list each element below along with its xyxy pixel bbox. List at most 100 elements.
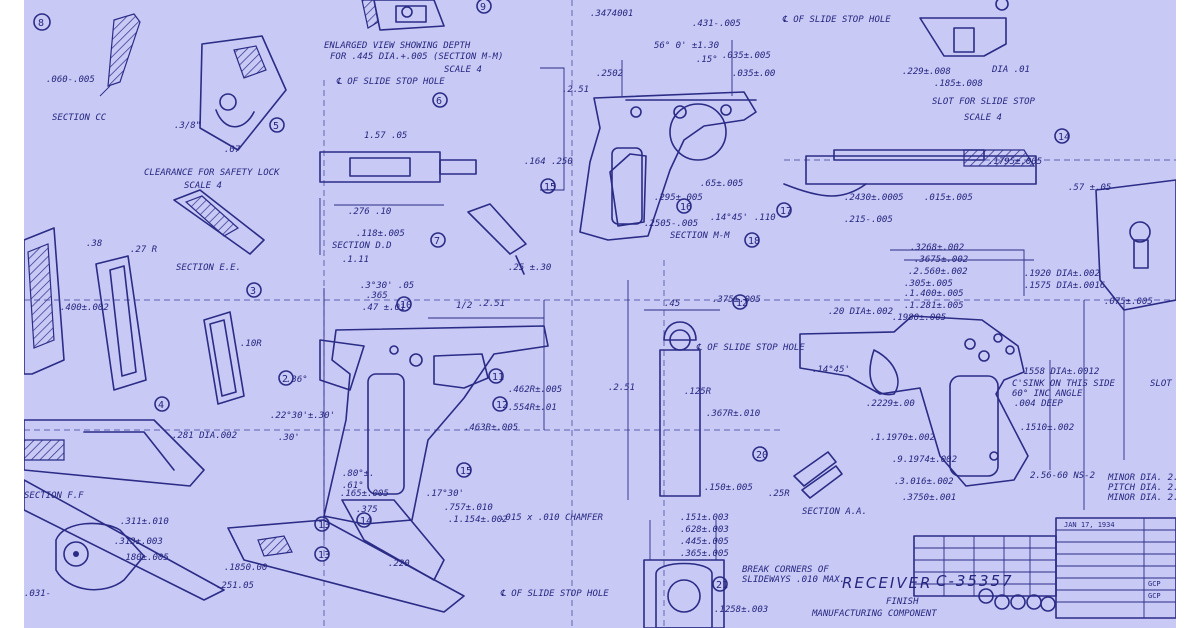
blueprint-sheet: .060-.005 SECTION CC 8 9 ENLARGED VIEW S… [24, 0, 1176, 628]
svg-text:15: 15 [460, 466, 472, 477]
note-slide-stop-hole-3: ℄ OF SLIDE STOP HOLE [696, 343, 805, 353]
svg-text:.1.154±.002: .1.154±.002 [448, 515, 508, 525]
note-pitch-dia: PITCH DIA. 2.5 [1108, 483, 1176, 493]
svg-text:13: 13 [318, 520, 330, 531]
svg-text:.164 .250: .164 .250 [524, 157, 573, 167]
note-thread: 2.56-60 NS-2 [1030, 471, 1095, 481]
note-minor-dia-2: MINOR DIA. 2.17 [1107, 493, 1176, 503]
detail-section-ee: SECTION E.E. .25 ±.30 [173, 189, 551, 275]
svg-text:.1795±.005: .1795±.005 [988, 157, 1042, 167]
svg-text:.2229±.00: .2229±.00 [866, 399, 915, 409]
svg-text:.1980±.005: .1980±.005 [892, 313, 946, 323]
title-date: JAN 17, 1934 [1064, 521, 1115, 529]
svg-text:.165±.005: .165±.005 [340, 489, 389, 499]
svg-text:.15°: .15° [696, 55, 718, 65]
note-csink-3: .004 DEEP [1014, 399, 1063, 409]
svg-text:2: 2 [282, 374, 288, 385]
svg-text:.3474001: .3474001 [590, 9, 633, 19]
title-part-name: RECEIVER [842, 574, 932, 592]
svg-text:.251.05: .251.05 [216, 581, 254, 591]
svg-text:.1258±.003: .1258±.003 [714, 605, 768, 615]
svg-text:12: 12 [736, 298, 748, 309]
svg-text:.27 R: .27 R [130, 245, 158, 255]
slot-slide-stop-detail: ℄ OF SLIDE STOP HOLE .229±.008 .185±.008… [782, 0, 1036, 123]
svg-text:.220: .220 [388, 559, 410, 569]
svg-text:1.57 .05: 1.57 .05 [364, 131, 407, 141]
title-mfg: MANUFACTURING COMPONENT [811, 609, 937, 619]
svg-text:.36°: .36° [286, 375, 308, 385]
svg-text:11: 11 [492, 372, 504, 383]
svg-text:.060-.005: .060-.005 [46, 75, 95, 85]
svg-text:.2.51: .2.51 [608, 383, 635, 393]
svg-text:.1558 DIA±.0012: .1558 DIA±.0012 [1018, 367, 1099, 377]
svg-text:.45: .45 [664, 299, 680, 309]
center-pin-detail: ℄ OF SLIDE STOP HOLE .125R .367R±.010 .1… [608, 280, 805, 500]
svg-text:.1.1970±.002: .1.1970±.002 [870, 433, 935, 443]
svg-text:.9.1974±.002: .9.1974±.002 [892, 455, 957, 465]
note-slot-right: SLOT FOR [1150, 379, 1176, 389]
note-slide-stop-hole-4: ℄ OF SLIDE STOP HOLE [500, 589, 609, 599]
svg-text:4: 4 [158, 400, 164, 411]
svg-text:16: 16 [680, 202, 692, 213]
dim-3268: .3268±.002 [910, 243, 964, 253]
svg-text:.311±.010: .311±.010 [120, 517, 169, 527]
knob-detail: .311±.010 .313±.003 .180±.005 .031- [24, 517, 169, 599]
label-section-mm: SECTION M-M [670, 231, 730, 241]
svg-text:.375: .375 [356, 505, 378, 515]
note-csink-1: C'SINK ON THIS SIDE [1012, 379, 1116, 389]
detail-section-cc: .060-.005 SECTION CC 8 [33, 13, 141, 123]
svg-text:5: 5 [273, 121, 279, 132]
svg-text:.14°45': .14°45' [812, 365, 850, 375]
svg-text:.035±.00: .035±.00 [732, 69, 775, 79]
svg-text:12: 12 [496, 400, 508, 411]
svg-text:.3.016±.002: .3.016±.002 [894, 477, 954, 487]
svg-text:6: 6 [436, 96, 442, 107]
label-section-ee: SECTION E.E. [176, 263, 241, 273]
svg-text:.17°30': .17°30' [426, 489, 464, 499]
svg-text:.1850.00: .1850.00 [224, 563, 267, 573]
svg-text:.281 DIA.002: .281 DIA.002 [172, 431, 237, 441]
note-slot-scale: SCALE 4 [964, 113, 1002, 123]
center-bottom-section: .151±.003 .628±.003 .445±.005 .365±.005 … [500, 446, 845, 628]
svg-text:.295±.005: .295±.005 [654, 193, 703, 203]
svg-text:.015±.005: .015±.005 [924, 193, 973, 203]
svg-text:3: 3 [250, 286, 256, 297]
svg-text:.1510±.002: .1510±.002 [1020, 423, 1074, 433]
right-edge-detail: .075±.005 SLOT FOR .57 ±.05 [1068, 179, 1176, 460]
svg-text:.20 DIA±.002: .20 DIA±.002 [828, 307, 893, 317]
svg-text:.462R±.005: .462R±.005 [508, 385, 562, 395]
svg-text:.365±.005: .365±.005 [680, 549, 729, 559]
svg-text:.2.560±.002: .2.560±.002 [908, 267, 968, 277]
left-rail-sections: .400±.002 .27 R .38 .10R 4 3 [24, 227, 262, 412]
svg-text:.215-.005: .215-.005 [844, 215, 893, 225]
svg-text:.38: .38 [86, 239, 102, 249]
svg-text:.031-: .031- [24, 589, 51, 599]
svg-text:18: 18 [748, 236, 760, 247]
svg-text:.185±.008: .185±.008 [934, 79, 983, 89]
svg-text:.47 ±.01: .47 ±.01 [362, 303, 405, 313]
note-enlarged-1: ENLARGED VIEW SHOWING DEPTH [324, 41, 471, 51]
svg-text:.2502: .2502 [596, 69, 623, 79]
svg-text:.400±.002: .400±.002 [60, 303, 109, 313]
main-receiver-center: .3°30' .05 .365 .47 ±.01 1/2 .2.51 .462R… [270, 255, 562, 540]
main-receiver-right: .3268±.002 .3675±.002 .2.560±.002 .305±.… [799, 243, 1176, 510]
svg-text:.554R±.01: .554R±.01 [508, 403, 557, 413]
svg-text:.431-.005: .431-.005 [692, 19, 741, 29]
svg-text:.2505-.005: .2505-.005 [644, 219, 698, 229]
label-section-aa: SECTION A.A. [802, 507, 867, 517]
svg-text:.125R: .125R [684, 387, 712, 397]
label-section-dd: SECTION D.D [332, 241, 392, 251]
detail-right-bar: .2430±.0005 .215-.005 .015±.005 .1795±.0… [783, 128, 1070, 225]
svg-text:.30': .30' [278, 433, 300, 443]
svg-text:10: 10 [400, 300, 412, 311]
note-csink-2: 60° INC ANGLE [1012, 389, 1083, 399]
section-aa: SECTION A.A. .25R [768, 451, 867, 517]
note-minor-dia: MINOR DIA. 2.56 [1107, 473, 1176, 483]
title-part-number: C-35357 [936, 572, 1014, 590]
note-slot-slide-stop: SLOT FOR SLIDE STOP [932, 97, 1036, 107]
note-enlarged-2: FOR .445 DIA.+.005 (SECTION M-M) [330, 52, 503, 62]
svg-text:.276 .10: .276 .10 [348, 207, 391, 217]
svg-text:.22°30'±.30': .22°30'±.30' [270, 411, 335, 421]
svg-text:.3/8": .3/8" [174, 121, 201, 131]
svg-text:.10R: .10R [240, 339, 262, 349]
